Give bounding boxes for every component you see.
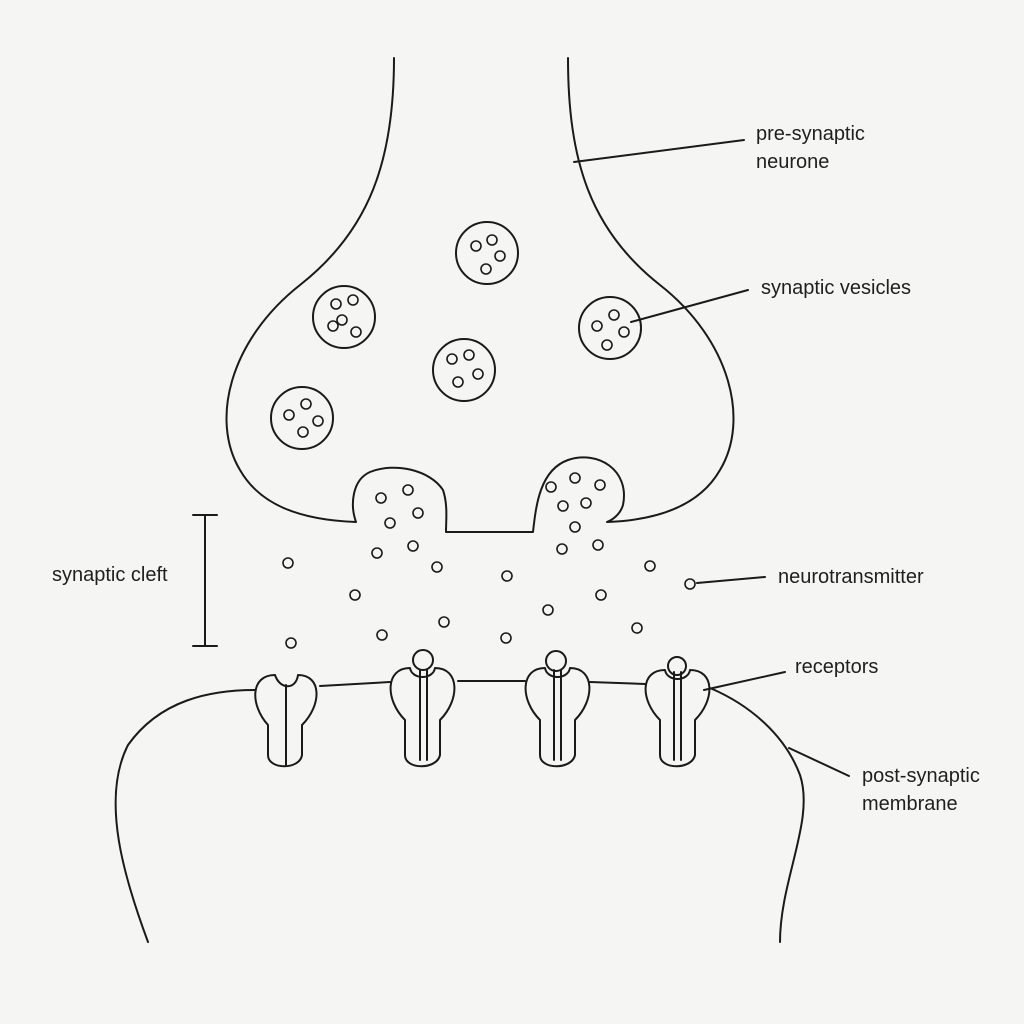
receptor [254, 674, 318, 768]
receptor [644, 656, 711, 768]
label-line: neurone [756, 151, 830, 173]
leader-line-vesicles [630, 289, 749, 323]
label-line: post-synaptic [862, 765, 980, 787]
vesicle [578, 296, 642, 360]
vesicle [270, 386, 334, 450]
receptor [524, 650, 591, 768]
label-post-synaptic-membrane: post-synaptic membrane [862, 762, 980, 818]
leader-line-pre-synaptic [573, 139, 745, 163]
label-synaptic-vesicles: synaptic vesicles [761, 277, 912, 299]
neurotransmitter-molecules [282, 539, 696, 649]
leader-line-post-synaptic [788, 747, 850, 777]
synaptic-cleft-bracket [192, 514, 218, 647]
label-receptors: receptors [795, 656, 879, 678]
pre-synaptic-neurone-outline [225, 57, 735, 533]
label-pre-synaptic-neurone: pre-synaptic neurone [756, 120, 865, 176]
label-line: pre-synaptic [756, 123, 865, 145]
vesicle [455, 221, 519, 285]
fused-vesicle-molecules [375, 472, 606, 533]
receptor [389, 649, 456, 768]
label-line: membrane [862, 793, 958, 815]
leader-line-neurotransmitter [696, 576, 766, 584]
post-synaptic-membrane-outline [114, 680, 805, 943]
vesicle [312, 285, 376, 349]
label-synaptic-cleft: synaptic cleft [52, 564, 168, 586]
label-neurotransmitter: neurotransmitter [778, 566, 924, 588]
leader-line-receptors [703, 671, 786, 691]
vesicle [432, 338, 496, 402]
